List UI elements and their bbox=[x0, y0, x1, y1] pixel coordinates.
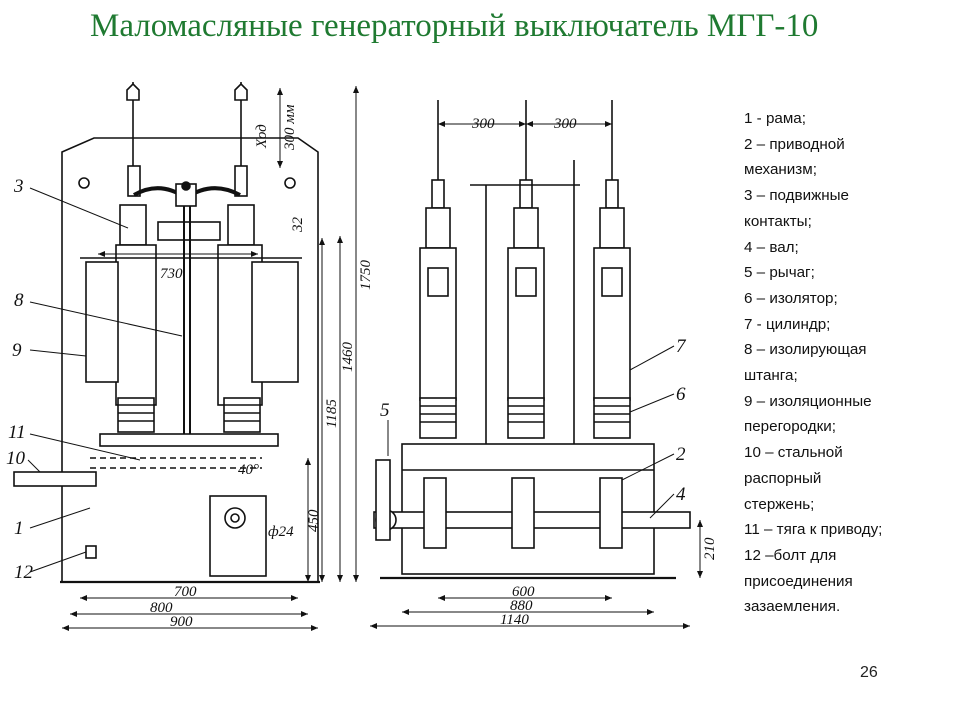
legend-line: механизм; bbox=[744, 161, 817, 179]
legend-line: контакты; bbox=[744, 212, 812, 230]
part-label: 9 bbox=[12, 340, 22, 361]
part-label: 1 bbox=[14, 518, 24, 539]
part-label: 10 bbox=[6, 448, 26, 469]
dimension-text: 700 bbox=[174, 584, 197, 600]
part-label: 3 bbox=[13, 176, 24, 197]
part-label: 2 bbox=[676, 444, 686, 465]
part-label: 5 bbox=[380, 400, 390, 421]
legend-line: стержень; bbox=[744, 495, 815, 513]
left-view-dimensions bbox=[62, 86, 359, 631]
legend-line: 10 – стальной bbox=[744, 444, 843, 462]
dimension-text: ф24 bbox=[268, 524, 294, 540]
left-view-drawing bbox=[13, 82, 320, 584]
dimension-text: 880 bbox=[510, 598, 533, 614]
left-view-labels: 3 8 9 11 10 1 12 bbox=[6, 176, 34, 583]
pole-column bbox=[419, 100, 457, 439]
part-label: 12 bbox=[14, 562, 34, 583]
part-label: 4 bbox=[676, 484, 686, 505]
pole-column bbox=[593, 100, 631, 439]
part-label: 11 bbox=[8, 422, 26, 443]
legend-line: присоединения bbox=[744, 572, 853, 590]
dimension-text: Ход bbox=[254, 124, 270, 149]
dimension-text: 300 bbox=[471, 116, 495, 132]
dimension-text: 450 bbox=[306, 509, 322, 532]
dimension-text: 600 bbox=[512, 584, 535, 600]
left-view-dimension-texts: Ход 300 мм 1750 32 730 1460 1185 40° 450… bbox=[150, 104, 374, 630]
legend-line: 5 – рычаг; bbox=[744, 264, 815, 282]
right-view-dimensions bbox=[370, 100, 703, 629]
legend-line: 4 – вал; bbox=[744, 238, 799, 256]
legend-line: 6 – изолятор; bbox=[744, 289, 838, 307]
dimension-text: 730 bbox=[160, 266, 183, 282]
legend-line: штанга; bbox=[744, 367, 798, 385]
legend-line: 3 – подвижные bbox=[744, 187, 849, 205]
legend-text: 1 - рама; 2 – приводной механизм; 3 – по… bbox=[744, 106, 950, 620]
legend-line: 8 – изолирующая bbox=[744, 341, 867, 359]
part-label: 8 bbox=[14, 290, 24, 311]
legend-line: 12 –болт для bbox=[744, 546, 837, 564]
dimension-text: 1140 bbox=[500, 612, 529, 628]
dimension-text: 1185 bbox=[324, 399, 340, 428]
legend-line: 9 – изоляционные bbox=[744, 392, 872, 410]
dimension-text: 1750 bbox=[358, 260, 374, 291]
dimension-text: 210 bbox=[702, 537, 718, 560]
dimension-text: 900 bbox=[170, 614, 193, 630]
part-label: 7 bbox=[676, 336, 687, 357]
dimension-text: 300 bbox=[553, 116, 577, 132]
left-view-leader-lines bbox=[27, 187, 183, 573]
right-view-drawing bbox=[373, 100, 691, 580]
part-label: 6 bbox=[676, 384, 686, 405]
dimension-text: 1460 bbox=[340, 342, 356, 373]
right-view-dimension-texts: 300 300 210 600 880 1140 bbox=[471, 116, 718, 628]
legend-line: 2 – приводной bbox=[744, 135, 845, 153]
dimension-text: 800 bbox=[150, 600, 173, 616]
legend-line: 11 – тяга к приводу; bbox=[744, 521, 883, 539]
dimension-text: 40° bbox=[238, 462, 259, 478]
legend-line: перегородки; bbox=[744, 418, 836, 436]
right-view-labels: 7 6 5 2 4 bbox=[380, 336, 687, 505]
right-view-leader-lines bbox=[387, 345, 675, 519]
slide-title: Маломасляные генераторный выключатель МГ… bbox=[90, 8, 819, 44]
page-number: 26 bbox=[860, 664, 878, 681]
legend-line: 7 - цилиндр; bbox=[744, 315, 831, 333]
legend-line: распорный bbox=[744, 469, 822, 487]
legend-line: зазаемления. bbox=[744, 598, 841, 616]
dimension-text: 32 bbox=[290, 217, 306, 234]
legend-line: 1 - рама; bbox=[744, 110, 806, 127]
pole-column bbox=[507, 100, 545, 439]
dimension-text: 300 мм bbox=[282, 104, 298, 151]
